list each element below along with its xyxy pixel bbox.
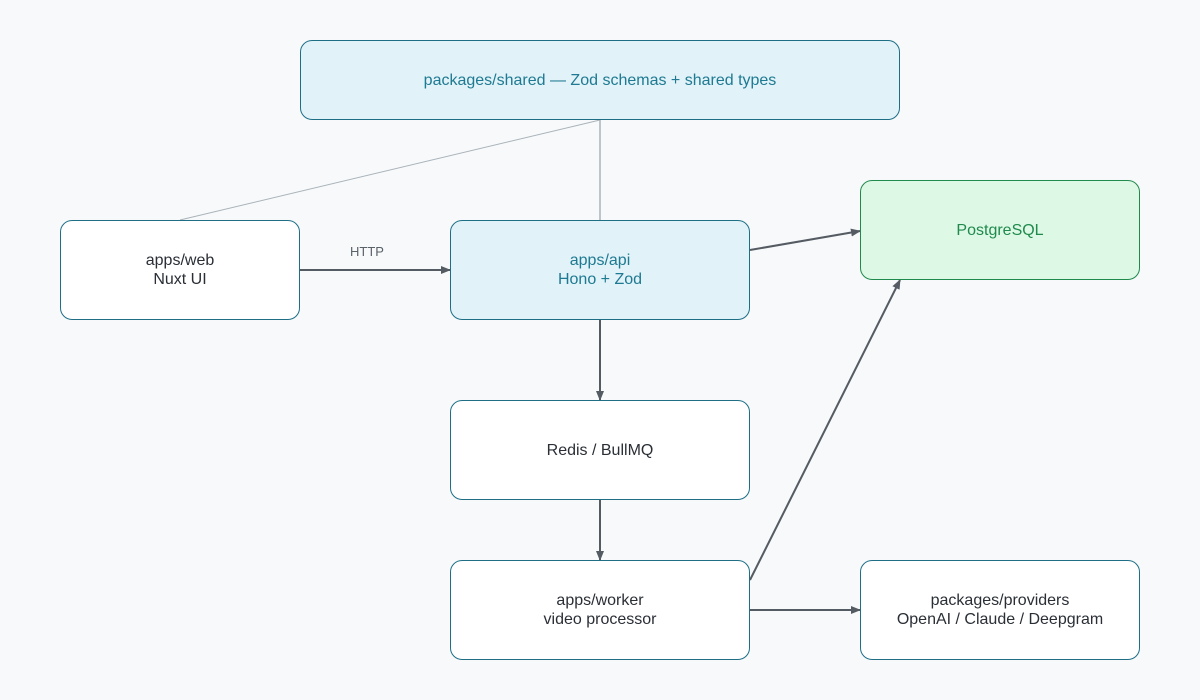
- node-apps-web[interactable]: apps/web Nuxt UI: [60, 220, 300, 320]
- node-packages-shared[interactable]: packages/shared — Zod schemas + shared t…: [300, 40, 900, 120]
- node-packages-providers-subtitle: OpenAI / Claude / Deepgram: [896, 611, 1104, 628]
- http-edge-label: HTTP: [350, 244, 384, 259]
- node-redis-bullmq-label: Redis / BullMQ: [546, 441, 654, 459]
- shared-to-web-link: [179, 119, 601, 221]
- node-postgresql[interactable]: PostgreSQL: [860, 180, 1140, 280]
- node-redis-bullmq[interactable]: Redis / BullMQ: [450, 400, 750, 500]
- node-packages-shared-label: packages/shared — Zod schemas + shared t…: [423, 71, 777, 89]
- node-packages-providers-title: packages/providers: [930, 592, 1070, 609]
- node-postgresql-label: PostgreSQL: [956, 221, 1044, 239]
- node-packages-providers[interactable]: packages/providers OpenAI / Claude / Dee…: [860, 560, 1140, 660]
- worker-to-postgres-arrow: [749, 279, 901, 581]
- node-apps-api-title: apps/api: [569, 252, 631, 269]
- node-apps-web-subtitle: Nuxt UI: [153, 271, 207, 288]
- node-apps-worker[interactable]: apps/worker video processor: [450, 560, 750, 660]
- api-to-postgres-arrow: [749, 228, 861, 251]
- node-apps-web-title: apps/web: [145, 252, 215, 269]
- node-apps-api-subtitle: Hono + Zod: [557, 271, 643, 288]
- node-apps-worker-subtitle: video processor: [543, 611, 657, 628]
- node-apps-api[interactable]: apps/api Hono + Zod: [450, 220, 750, 320]
- node-apps-worker-title: apps/worker: [556, 592, 644, 609]
